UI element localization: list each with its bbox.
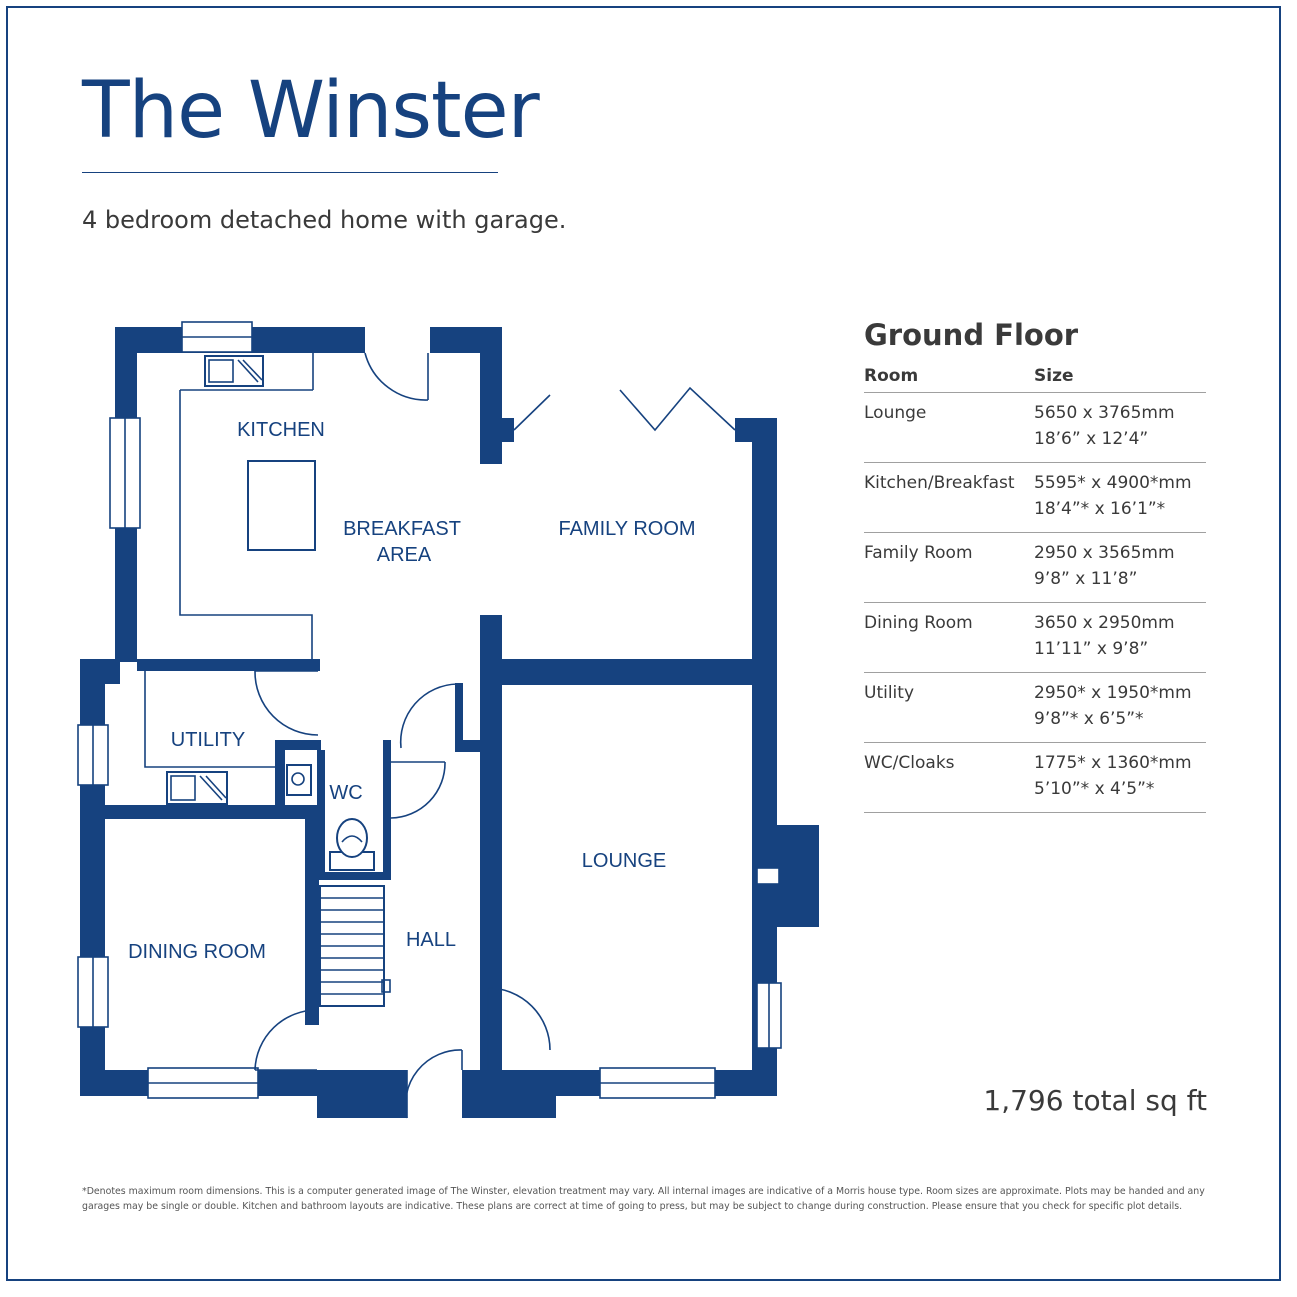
label-kitchen: KITCHEN (237, 419, 325, 441)
room-name: Family Room (864, 532, 1034, 603)
label-dining-room: DINING ROOM (128, 941, 266, 963)
room-size: 2950* x 1950*mm 9’8”* x 6’5”* (1034, 672, 1206, 743)
label-breakfast-line1: BREAKFAST (343, 518, 461, 540)
basin-icon (286, 764, 312, 796)
room-size: 5595* x 4900*mm 18’4”* x 16’1”* (1034, 462, 1206, 533)
windows (77, 321, 782, 1099)
size-metric: 5595* x 4900*mm (1034, 473, 1192, 493)
room-name: Lounge (864, 392, 1034, 463)
room-name: Kitchen/Breakfast (864, 462, 1034, 533)
size-imperial: 9’8”* x 6’5”* (1034, 708, 1144, 729)
table-header-row: Room Size (864, 366, 1206, 393)
size-imperial: 18’4”* x 16’1”* (1034, 498, 1166, 519)
room-labels: KITCHEN BREAKFAST AREA FAMILY ROOM UTILI… (128, 419, 695, 963)
kitchen-island (247, 460, 316, 551)
page-frame (6, 6, 1281, 1281)
page-title: The Winster (82, 66, 540, 156)
size-metric: 3650 x 2950mm (1034, 613, 1175, 633)
size-metric: 2950* x 1950*mm (1034, 683, 1192, 703)
wc-fixtures (286, 764, 375, 871)
room-size: 3650 x 2950mm 11’11” x 9’8” (1034, 602, 1206, 673)
size-imperial: 11’11” x 9’8” (1034, 638, 1149, 659)
size-imperial: 5’10”* x 4’5”* (1034, 778, 1155, 799)
table-row: Kitchen/Breakfast 5595* x 4900*mm 18’4”* … (864, 462, 1206, 533)
room-size-table: Room Size Lounge 5650 x 3765mm 18’6” x 12… (864, 366, 1206, 813)
room-name: WC/Cloaks (864, 742, 1034, 813)
table-row: WC/Cloaks 1775* x 1360*mm 5’10”* x 4’5”* (864, 742, 1206, 813)
room-size: 2950 x 3565mm 9’8” x 11’8” (1034, 532, 1206, 603)
total-area: 1,796 total sq ft (983, 1084, 1207, 1117)
room-name: Utility (864, 672, 1034, 743)
disclaimer-text: *Denotes maximum room dimensions. This i… (82, 1186, 1205, 1212)
size-metric: 1775* x 1360*mm (1034, 753, 1192, 773)
label-lounge: LOUNGE (582, 850, 666, 872)
table-row: Lounge 5650 x 3765mm 18’6” x 12’4” (864, 392, 1206, 463)
table-row: Utility 2950* x 1950*mm 9’8”* x 6’5”* (864, 672, 1206, 743)
label-hall: HALL (406, 929, 456, 951)
label-breakfast-line2: AREA (377, 544, 432, 566)
room-size: 1775* x 1360*mm 5’10”* x 4’5”* (1034, 742, 1206, 813)
doors (254, 352, 736, 1119)
kitchen-fixtures (179, 353, 316, 660)
size-imperial: 18’6” x 12’4” (1034, 428, 1149, 449)
utility-fixtures (144, 671, 275, 805)
size-metric: 2950 x 3565mm (1034, 543, 1175, 563)
table-row: Dining Room 3650 x 2950mm 11’11” x 9’8” (864, 602, 1206, 673)
column-header-room: Room (864, 366, 1034, 393)
size-imperial: 9’8” x 11’8” (1034, 568, 1138, 589)
room-name: Dining Room (864, 602, 1034, 673)
label-wc: WC (329, 782, 362, 804)
page-subtitle: 4 bedroom detached home with garage. (82, 206, 567, 234)
room-schedule: Ground Floor Room Size Lounge 5650 x 376… (864, 318, 1206, 813)
label-family-room: FAMILY ROOM (558, 518, 695, 540)
table-row: Family Room 2950 x 3565mm 9’8” x 11’8” (864, 532, 1206, 603)
staircase (319, 885, 391, 1007)
room-size: 5650 x 3765mm 18’6” x 12’4” (1034, 392, 1206, 463)
exterior-walls (80, 327, 819, 1118)
floor-title: Ground Floor (864, 318, 1079, 352)
size-metric: 5650 x 3765mm (1034, 403, 1175, 423)
title-underline (82, 172, 498, 173)
column-header-size: Size (1034, 366, 1206, 393)
label-utility: UTILITY (171, 729, 245, 751)
